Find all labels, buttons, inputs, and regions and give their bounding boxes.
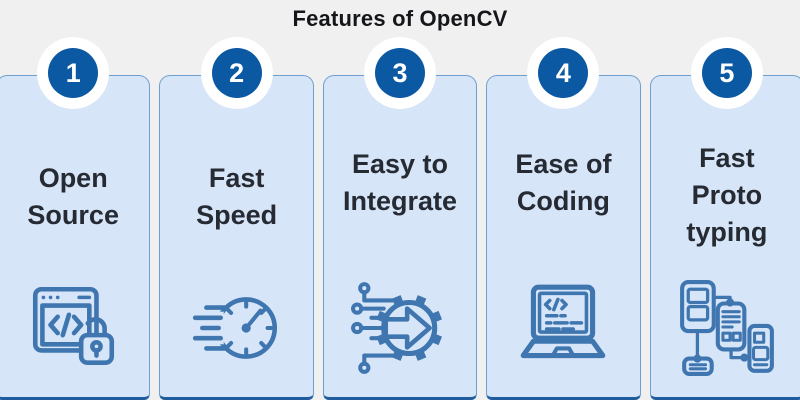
laptop-code-icon [512,275,614,381]
card-fast-speed: 2 Fast Speed [159,48,314,400]
card-title: Ease of Coding [515,149,612,216]
page-title: Features of OpenCV [292,6,508,31]
step-number-badge: 4 [538,48,589,98]
card-open-source: 1 Open Source [0,48,151,400]
device-wireframes-icon [676,275,778,381]
step-number-badge: 2 [211,48,262,98]
speedometer-icon [186,275,288,381]
card-title: Easy to Integrate [343,149,458,216]
card-title: Fast Speed [196,163,278,230]
step-number-badge: 1 [48,48,99,98]
card-ease-of-coding: 4 Ease of Coding [486,48,641,400]
open-source-browser-code-lock-icon [22,275,124,381]
card-title: Open Source [27,163,119,230]
step-number-badge: 3 [375,48,426,98]
gear-arrow-circuit-icon [349,275,451,381]
card-title: Fast Proto typing [686,143,768,247]
feature-cards: 1 Open Source [0,48,800,400]
step-number-badge: 5 [701,48,752,98]
card-fast-prototyping: 5 Fast Proto typing [649,48,800,400]
card-easy-to-integrate: 3 Easy to Integrate [322,48,478,400]
